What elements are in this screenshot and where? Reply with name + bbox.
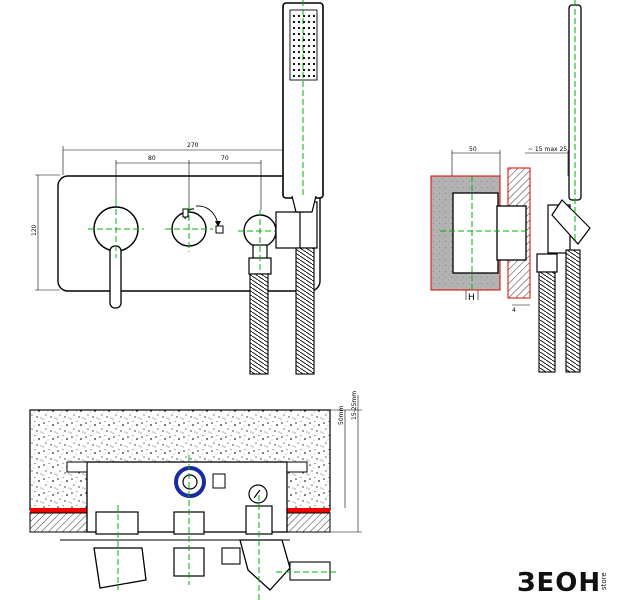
dim-total-label: 270 <box>187 142 199 149</box>
dim-height-label: 120 <box>31 224 38 236</box>
diverter-knob <box>165 205 224 252</box>
lever-handle <box>88 200 144 309</box>
mixer-front <box>496 205 527 261</box>
h-label: H <box>468 293 475 303</box>
hand-shower <box>275 0 324 375</box>
brand-suffix: store <box>600 572 608 590</box>
shower-nozzles <box>292 14 316 78</box>
brand-logo: ЗЕОН store <box>517 568 608 598</box>
front-view: 270 80 70 120 <box>31 0 324 375</box>
dim-small-label: 4 <box>512 307 516 314</box>
brand-name: ЗЕОН <box>517 568 601 598</box>
mixer-body <box>452 192 499 274</box>
dim-depth-label: 50 <box>469 146 477 153</box>
dim-right-label: 70 <box>221 155 229 162</box>
diverter-symbol <box>248 484 268 504</box>
side-shower <box>536 0 591 373</box>
cover-plate <box>57 175 321 292</box>
hose-outlet <box>238 210 282 375</box>
section-view: 50mm 15-25mm <box>29 391 362 600</box>
dim-left-label: 80 <box>148 155 156 162</box>
dim-b-label: 15-25mm <box>351 391 358 420</box>
dim-range-label: ~ 15 max 25 <box>528 146 567 153</box>
dim-a-label: 50mm <box>338 406 345 425</box>
side-dimensions <box>451 150 569 306</box>
side-view: 50 ~ 15 max 25 4 H <box>430 0 591 373</box>
section-dimensions <box>330 395 362 533</box>
section-spindles <box>60 455 336 600</box>
front-dimensions <box>35 146 321 291</box>
